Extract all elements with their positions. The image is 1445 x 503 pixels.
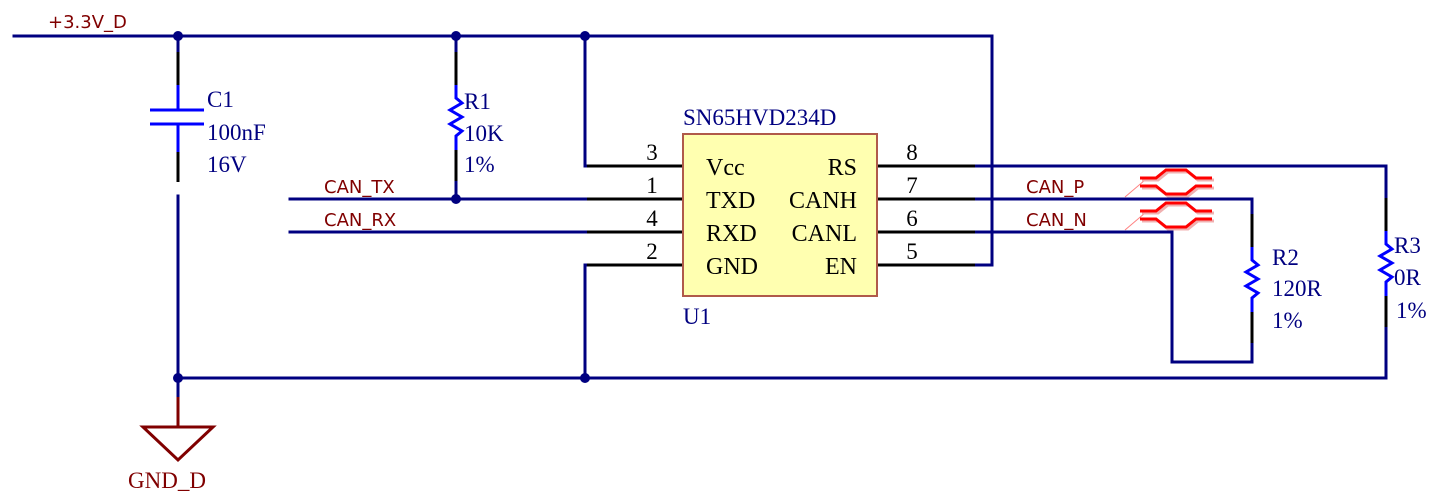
diff-pair-icon	[1124, 168, 1214, 198]
ground-symbol-icon	[139, 397, 217, 463]
resistor-zigzag-icon	[1243, 247, 1261, 312]
pin-name: CANH	[789, 188, 857, 214]
c1-rating: 16V	[207, 152, 247, 177]
pin-name: EN	[825, 254, 857, 280]
junction-dot	[580, 373, 590, 383]
c1-designator: C1	[207, 87, 234, 112]
r3-tolerance: 1%	[1396, 298, 1427, 323]
pin-name: Vcc	[706, 155, 745, 181]
r2-designator: R2	[1272, 245, 1299, 270]
resistor-r2[interactable]	[1243, 214, 1261, 343]
ic-body	[682, 133, 878, 297]
ic-u1[interactable]	[587, 133, 975, 297]
pin-number: 7	[906, 173, 918, 198]
en-pullup-wire[interactable]	[973, 34, 994, 267]
r1-tolerance: 1%	[464, 152, 495, 177]
pin-number: 2	[646, 239, 658, 264]
canl-wire[interactable]	[973, 230, 1254, 364]
rs-wire[interactable]	[973, 164, 1388, 200]
net-label-can-p: CAN_P	[1026, 177, 1084, 198]
pin-number: 4	[646, 206, 658, 231]
r1-designator: R1	[464, 89, 491, 114]
resistor-zigzag-icon	[1377, 231, 1395, 296]
canh-wire[interactable]	[973, 197, 1254, 216]
junction-dot	[451, 194, 461, 204]
pin-name: RXD	[706, 221, 757, 247]
junction-dot	[580, 31, 590, 41]
net-label-can-n: CAN_N	[1026, 210, 1087, 231]
r1-value: 10K	[464, 121, 504, 146]
pin-number: 8	[906, 140, 918, 165]
pin-number: 6	[906, 206, 918, 231]
net-label-power: +3.3V_D	[48, 12, 127, 33]
pin-name: GND	[706, 254, 758, 280]
pin-name: TXD	[706, 188, 755, 214]
r2-tolerance: 1%	[1272, 308, 1303, 333]
pin-number: 5	[906, 239, 918, 264]
ground-net-label: GND_D	[128, 468, 206, 493]
net-label-can-rx: CAN_RX	[324, 210, 396, 231]
resistor-r1[interactable]	[447, 52, 465, 181]
gnd-feed-wire[interactable]	[583, 263, 589, 380]
resistor-zigzag-icon	[447, 85, 465, 150]
pin-name: RS	[828, 155, 857, 181]
pin-name: CANL	[792, 221, 857, 247]
junction-dot	[173, 31, 183, 41]
junction-dot	[451, 31, 461, 41]
pin-number: 3	[646, 140, 658, 165]
capacitor-c1[interactable]	[150, 52, 204, 182]
r3-value: 0R	[1394, 265, 1422, 290]
junction-dot	[173, 373, 183, 383]
net-label-can-tx: CAN_TX	[324, 177, 395, 198]
c1-value: 100nF	[207, 120, 266, 145]
resistor-r3[interactable]	[1377, 198, 1395, 327]
r2-value: 120R	[1272, 276, 1323, 301]
vcc-feed-wire[interactable]	[583, 34, 589, 168]
diff-pair-icon	[1124, 201, 1214, 231]
u1-part-number: SN65HVD234D	[683, 105, 836, 130]
u1-designator: U1	[683, 304, 711, 329]
pin-number: 1	[646, 173, 658, 198]
r3-designator: R3	[1394, 233, 1421, 258]
